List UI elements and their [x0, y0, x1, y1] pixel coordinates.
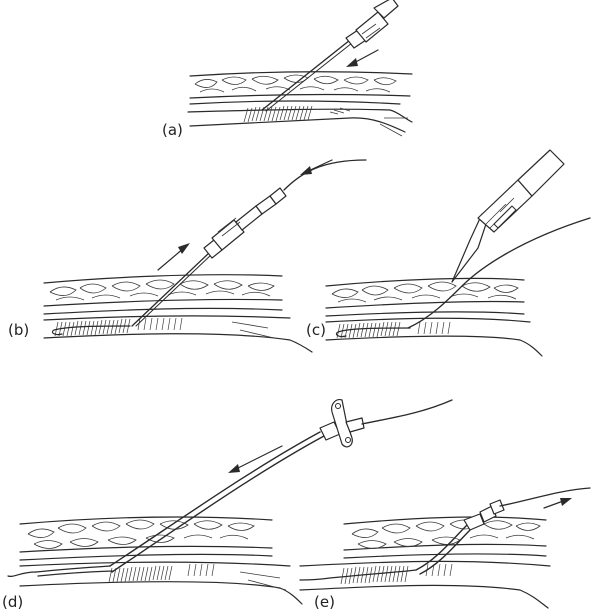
panel-e: (e): [300, 488, 590, 611]
panel-d: (d): [2, 400, 452, 611]
needle-guidewire-b: [132, 160, 366, 326]
panel-label-d: (d): [2, 593, 23, 611]
tissue-layers-d: [8, 517, 302, 604]
panel-label-c: (c): [306, 321, 326, 339]
panel-c: (c): [306, 150, 590, 356]
tissue-layers-c: [326, 278, 542, 356]
arrow-d: [228, 446, 282, 473]
panel-label-a: (a): [162, 121, 183, 139]
panel-label-b: (b): [8, 321, 29, 339]
panel-a: (a): [162, 0, 412, 139]
tissue-layers-e: [300, 517, 550, 608]
arrow-e: [544, 498, 572, 508]
arrow-a: [346, 50, 378, 67]
tissue-layers-a: [188, 72, 412, 136]
panel-label-e: (e): [314, 593, 335, 611]
